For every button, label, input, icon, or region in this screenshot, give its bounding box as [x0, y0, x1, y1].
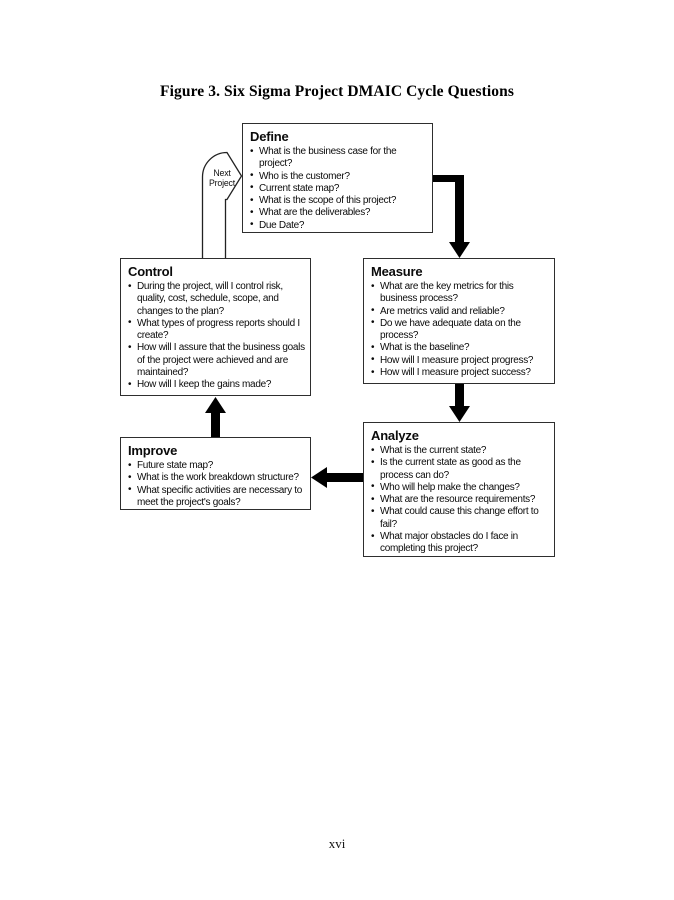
analyze-box-title: Analyze: [371, 428, 419, 443]
question-item: How will I measure project progress?: [371, 354, 549, 367]
analyze-box: Analyze What is the current state? Is th…: [363, 422, 555, 557]
question-item: How will I keep the gains made?: [128, 379, 305, 392]
next-project-label-line1: Next: [213, 168, 231, 178]
next-project-label-line2: Project: [209, 177, 235, 188]
define-box: Define What is the business case for the…: [242, 123, 433, 233]
page-number: xvi: [328, 836, 346, 851]
question-item: What could cause this change effort to f…: [371, 506, 549, 531]
question-item: What are the deliverables?: [250, 207, 427, 220]
arrow-next-project-outline: [201, 151, 243, 261]
question-item: What is the baseline?: [371, 342, 549, 355]
question-item: What major obstacles do I face in comple…: [371, 531, 549, 556]
arrow-define-to-measure: [433, 175, 470, 258]
improve-box: Improve Future state map? What is the wo…: [120, 437, 311, 510]
question-item: What is the business case for the projec…: [250, 146, 427, 171]
measure-box-title: Measure: [371, 264, 423, 279]
improve-question-list: Future state map? What is the work break…: [128, 459, 305, 509]
question-item: Is the current state as good as the proc…: [371, 457, 549, 482]
arrow-improve-to-control: [205, 397, 226, 437]
question-item: What are the key metrics for this busine…: [371, 281, 549, 306]
figure-caption: Figure 3. Six Sigma Project DMAIC Cycle …: [160, 83, 514, 100]
measure-question-list: What are the key metrics for this busine…: [371, 281, 549, 380]
question-item: Due Date?: [250, 219, 427, 232]
question-item: Who is the customer?: [250, 170, 427, 183]
control-question-list: During the project, will I control risk,…: [128, 281, 305, 392]
question-item: What specific activities are necessary t…: [128, 484, 305, 509]
question-item: How will I measure project success?: [371, 367, 549, 380]
measure-box: Measure What are the key metrics for thi…: [363, 258, 555, 384]
improve-box-title: Improve: [128, 443, 178, 458]
question-item: Do we have adequate data on the process?: [371, 317, 549, 343]
question-item: What types of progress reports should I …: [128, 317, 305, 343]
question-item: What are the resource requirements?: [371, 494, 549, 507]
question-item: What is the scope of this project?: [250, 195, 427, 208]
arrow-analyze-to-improve: [311, 467, 363, 488]
question-item: What is the current state?: [371, 444, 549, 457]
control-box-title: Control: [128, 264, 173, 279]
next-project-label: Next Project: [198, 168, 246, 189]
question-item: How will I assure that the business goal…: [128, 342, 305, 379]
arrow-measure-to-analyze: [449, 384, 470, 422]
question-item: Current state map?: [250, 182, 427, 195]
define-question-list: What is the business case for the projec…: [250, 146, 427, 232]
analyze-question-list: What is the current state? Is the curren…: [371, 444, 549, 556]
define-box-title: Define: [250, 129, 289, 144]
question-item: During the project, will I control risk,…: [128, 281, 305, 318]
question-item: Future state map?: [128, 459, 305, 472]
question-item: Who will help make the changes?: [371, 481, 549, 494]
question-item: What is the work breakdown structure?: [128, 472, 305, 485]
question-item: Are metrics valid and reliable?: [371, 305, 549, 318]
control-box: Control During the project, will I contr…: [120, 258, 311, 396]
